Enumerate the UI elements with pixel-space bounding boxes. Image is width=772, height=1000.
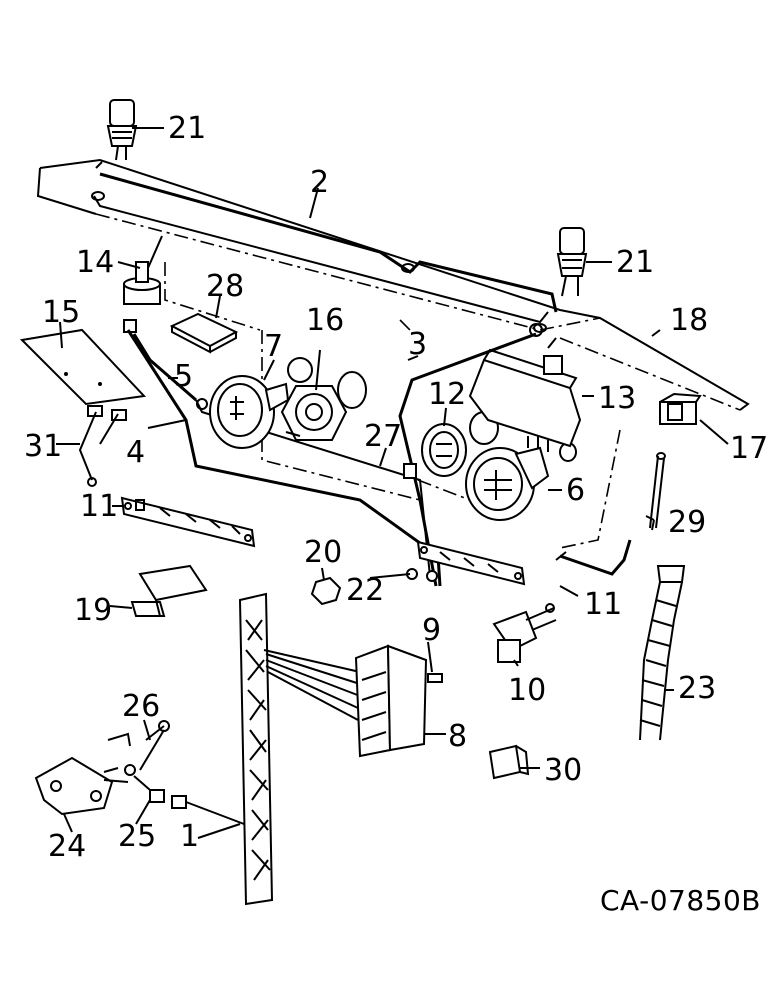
label-29: 29 [668,505,706,540]
horn-icon [34,732,131,816]
label-27: 27 [364,419,402,454]
terminal-icon [406,568,438,582]
gauge-small-right-icon [421,423,467,477]
leader-lines [56,127,729,839]
label-21b: 21 [616,245,654,280]
instrument-panel [36,158,750,549]
connector-25-icon [149,789,245,825]
switch-key-icon [492,603,557,663]
fuse-block-icon [263,644,443,758]
label-14: 14 [76,245,114,280]
switch-right-icon [659,392,702,425]
label-16: 16 [306,303,344,338]
label-3: 3 [408,327,427,362]
label-26: 26 [122,689,160,724]
label-20: 20 [304,535,342,570]
label-24: 24 [48,829,86,864]
module-icon [468,337,582,452]
label-2: 2 [310,165,329,200]
label-1: 1 [180,819,199,854]
wire-3 [398,323,543,587]
wire-right [555,539,632,576]
label-21: 21 [168,111,206,146]
tube-icon [649,452,666,531]
gauge-icon [209,375,290,449]
label-28: 28 [206,269,244,304]
label-8: 8 [448,719,467,754]
relay-icon [488,744,530,780]
terminal-block-left-icon [120,496,256,548]
label-15: 15 [42,295,80,330]
reference-code: CA-07850B [600,884,761,917]
indicator-light-right-icon [556,227,588,297]
label-22: 22 [346,573,384,608]
label-31: 31 [24,429,62,464]
label-12: 12 [428,377,466,412]
connector-icon [403,463,417,479]
switch-icon [123,235,163,305]
bracket-icon [130,564,208,617]
terminal-block-right-icon [416,540,526,586]
cover-plate-icon [19,328,147,406]
label-9: 9 [422,613,441,648]
nut-icon [310,576,342,606]
label-25: 25 [118,819,156,854]
label-13: 13 [598,381,636,416]
indicator-light-top-icon [95,99,138,169]
label-4: 4 [126,435,145,470]
label-11: 11 [80,489,118,524]
resistor-icon [169,312,239,354]
main-harness-icon [238,592,274,906]
label-11b: 11 [584,587,622,622]
label-19: 19 [74,593,112,628]
gauge-small-icon [280,385,348,441]
label-18: 18 [670,303,708,338]
label-23: 23 [678,671,716,706]
label-7: 7 [264,329,283,364]
cable-conduit-icon [639,565,686,741]
label-5: 5 [174,359,193,394]
label-6: 6 [566,473,585,508]
label-30: 30 [544,753,582,788]
label-17: 17 [730,431,768,466]
harness-lead-icon [78,405,127,487]
gauge-large-icon [465,446,550,521]
label-10: 10 [508,673,546,708]
